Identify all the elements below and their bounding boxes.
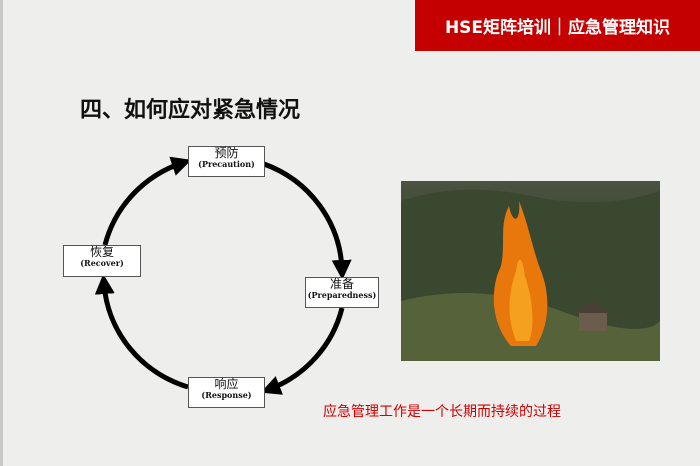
arrow-preparedness-to-response (260, 307, 345, 395)
gas-fire-photo (401, 181, 660, 361)
header-banner: HSE矩阵培训｜应急管理知识 (415, 0, 700, 51)
stage-en: (Precaution) (198, 159, 255, 170)
stage-cn: 预防 (214, 146, 239, 160)
stage-precaution: 预防 (Precaution) (188, 146, 265, 177)
stage-preparedness: 准备 (Preparedness) (305, 277, 379, 308)
stage-en: (Preparedness) (307, 290, 377, 301)
fire-image (401, 189, 660, 361)
arrow-precaution-to-preparedness (263, 161, 352, 280)
slide-title: 四、如何应对紧急情况 (80, 98, 301, 123)
stage-cn: 准备 (329, 277, 354, 291)
stage-cn: 响应 (214, 377, 239, 391)
arrow-recover-to-precaution (102, 156, 192, 246)
stage-en: (Response) (201, 390, 252, 401)
slide-caption: 应急管理工作是一个长期而持续的过程 (323, 404, 561, 420)
stage-en: (Recover) (80, 258, 124, 269)
stage-recover: 恢复 (Recover) (63, 245, 141, 277)
stage-cn: 恢复 (89, 245, 114, 259)
arrow-response-to-recover (94, 274, 189, 390)
stage-response: 响应 (Response) (188, 377, 265, 408)
slide-left-border (0, 0, 3, 466)
